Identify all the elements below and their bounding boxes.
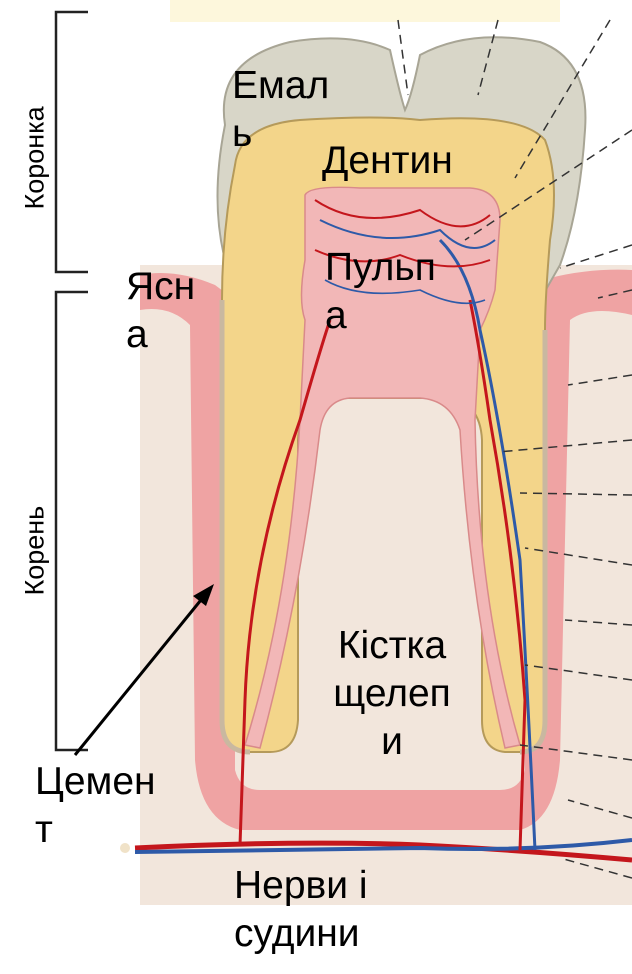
nerves-vessels-label: Нерви і судини: [234, 862, 368, 958]
enamel-label: Емал ь: [232, 62, 329, 158]
cement-label: Цемен т: [35, 758, 156, 854]
root-label: Корень: [20, 446, 51, 596]
pulp-label: Пульп а: [325, 244, 436, 340]
crown-bracket: [56, 12, 88, 272]
top-band: [170, 0, 560, 22]
crown-label: Коронка: [20, 70, 51, 210]
root-bracket: [56, 292, 88, 750]
dentin-label: Дентин: [322, 137, 453, 185]
gum-label: Ясн а: [126, 263, 195, 359]
jaw-bone-label: Кістка щелеп и: [312, 622, 472, 766]
